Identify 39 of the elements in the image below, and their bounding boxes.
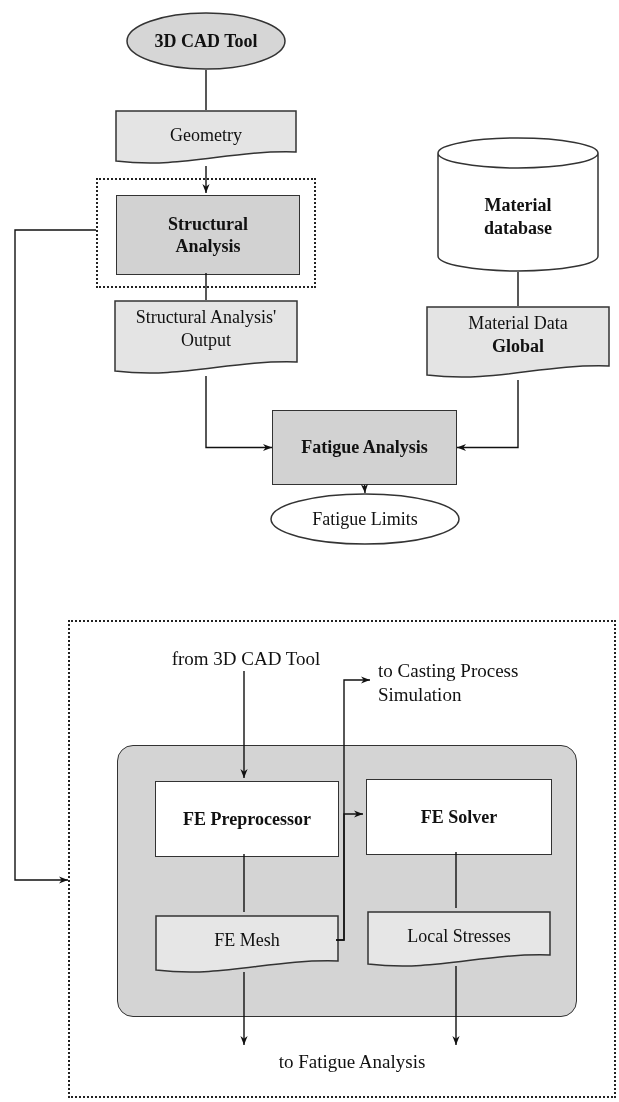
document-shape — [115, 110, 297, 166]
connector-arrow — [456, 379, 519, 452]
database-cylinder — [437, 137, 599, 272]
dotted-frame — [68, 620, 616, 1098]
node-label: Material Data Global — [467, 312, 569, 357]
node-label: Fatigue Limits — [312, 507, 418, 531]
flow-text-label: from 3D CAD Tool — [171, 647, 321, 671]
document-shape — [155, 915, 339, 975]
connector-arrow — [360, 483, 369, 494]
process-box — [272, 410, 457, 485]
node-label: Material database — [483, 194, 553, 239]
connector-arrow — [335, 810, 364, 941]
process-box — [155, 781, 339, 857]
dotted-frame — [96, 178, 316, 288]
document-shape — [114, 300, 298, 376]
node-label: FE Mesh — [214, 929, 280, 952]
flow-text-label: to Casting Process Simulation — [378, 659, 520, 707]
node-label: Geometry — [170, 124, 242, 147]
node-label: Local Stresses — [407, 925, 511, 948]
connector-arrow — [240, 971, 248, 1046]
node-label: Fatigue Analysis — [301, 436, 428, 459]
terminator-ellipse — [126, 12, 286, 70]
terminator-ellipse — [270, 493, 460, 545]
connector-arrow — [14, 229, 97, 884]
document-shape — [367, 911, 551, 969]
connector-arrow — [240, 670, 248, 779]
node-label: FE Solver — [420, 805, 498, 829]
connector-arrow — [205, 375, 273, 452]
node-label: 3D CAD Tool — [154, 29, 258, 53]
node-label: FE Preprocessor — [183, 807, 311, 831]
process-box — [116, 195, 300, 275]
document-shape — [426, 306, 610, 380]
node-label: Structural Analysis' Output — [134, 306, 278, 351]
connector-arrow — [202, 165, 210, 194]
flow-text-label: to Fatigue Analysis — [278, 1050, 426, 1074]
connector-arrow — [452, 965, 460, 1046]
module-panel — [117, 745, 577, 1017]
node-label: Structural Analysis — [167, 212, 249, 258]
process-box — [366, 779, 552, 855]
